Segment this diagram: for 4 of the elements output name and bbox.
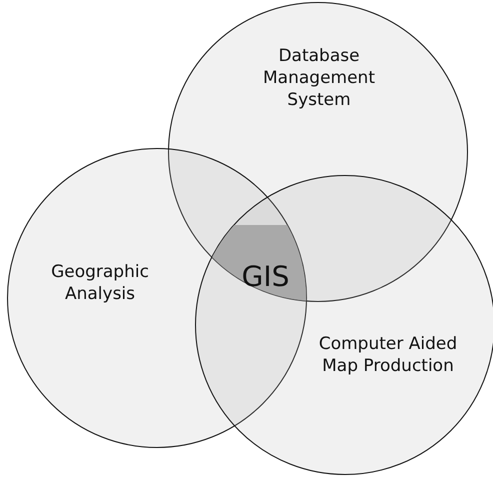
- set-label: Database Management System: [262, 45, 376, 111]
- set-label: Computer Aided Map Production: [318, 333, 458, 377]
- set-label: Geographic Analysis: [50, 261, 150, 305]
- center-label: GIS: [240, 261, 290, 293]
